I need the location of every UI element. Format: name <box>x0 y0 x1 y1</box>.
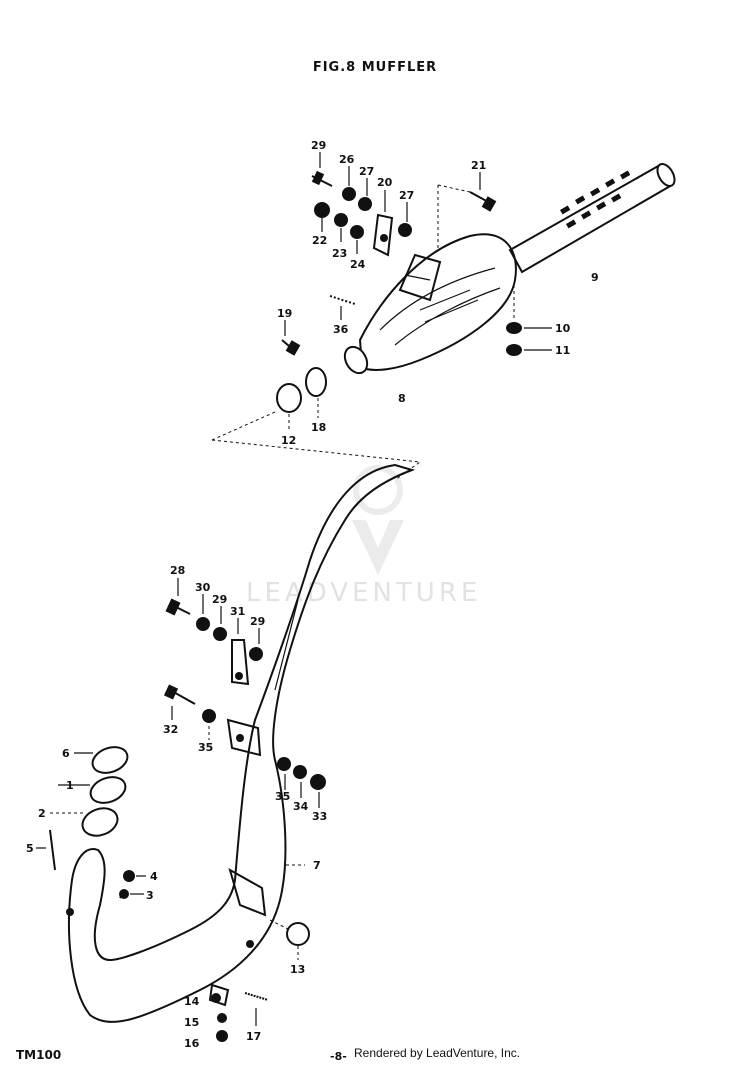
exhaust-gaskets <box>36 746 129 871</box>
callout-7: 7 <box>313 859 321 872</box>
muffler-grommets <box>506 285 552 356</box>
callout-35b: 35 <box>198 741 213 754</box>
callout-11: 11 <box>555 344 570 357</box>
callout-35a: 35 <box>275 790 290 803</box>
callout-29c: 29 <box>250 615 265 628</box>
watermark: LEADVENTURE <box>246 578 482 608</box>
tail-pipe <box>508 163 676 274</box>
callout-9: 9 <box>591 271 599 284</box>
callout-20: 20 <box>377 176 393 189</box>
callout-8: 8 <box>398 392 406 405</box>
callout-5: 5 <box>26 842 34 855</box>
page-number: -8- <box>330 1050 347 1063</box>
callout-26: 26 <box>339 153 355 166</box>
callout-22: 22 <box>312 234 327 247</box>
callout-16: 16 <box>184 1037 200 1050</box>
callout-19: 19 <box>277 307 292 320</box>
model-code: TM100 <box>16 1048 62 1062</box>
callout-13: 13 <box>290 963 305 976</box>
callout-36: 36 <box>333 323 349 336</box>
callout-27a: 27 <box>359 165 374 178</box>
render-credit: Rendered by LeadVenture, Inc. <box>354 1046 521 1060</box>
callout-30: 30 <box>195 581 211 594</box>
callout-6: 6 <box>62 747 70 760</box>
watermark-logo <box>352 465 404 575</box>
callout-29a: 29 <box>311 139 326 152</box>
callout-12: 12 <box>281 434 296 447</box>
callout-28: 28 <box>170 564 185 577</box>
exhaust-pipe <box>66 463 416 1023</box>
callout-15: 15 <box>184 1016 199 1029</box>
callout-21: 21 <box>471 159 486 172</box>
muffler-body <box>343 233 517 375</box>
callout-2: 2 <box>38 807 46 820</box>
lower-hardware <box>208 983 269 1042</box>
callout-34: 34 <box>293 800 309 813</box>
callout-4: 4 <box>150 870 158 883</box>
callout-24: 24 <box>350 258 366 271</box>
callout-10: 10 <box>555 322 571 335</box>
upper-hardware <box>311 152 497 320</box>
callout-27b: 27 <box>399 189 414 202</box>
damper-rubber <box>269 919 310 960</box>
diagram-title: FIG.8 MUFFLER <box>312 60 438 75</box>
callout-31: 31 <box>230 605 245 618</box>
callout-18: 18 <box>311 421 326 434</box>
callout-23: 23 <box>332 247 347 260</box>
callout-29b: 29 <box>212 593 227 606</box>
callout-3: 3 <box>146 889 154 902</box>
joint-hardware <box>276 320 327 432</box>
callout-labels: 1 2 3 4 5 6 7 8 9 10 11 12 13 14 15 16 1… <box>26 139 599 1050</box>
callout-33: 33 <box>312 810 327 823</box>
callout-17: 17 <box>246 1030 261 1043</box>
callout-1: 1 <box>66 779 74 792</box>
callout-14: 14 <box>184 995 200 1008</box>
callout-32: 32 <box>163 723 178 736</box>
pipe-mount-hardware <box>163 578 326 808</box>
pipe-bolts <box>119 870 146 899</box>
